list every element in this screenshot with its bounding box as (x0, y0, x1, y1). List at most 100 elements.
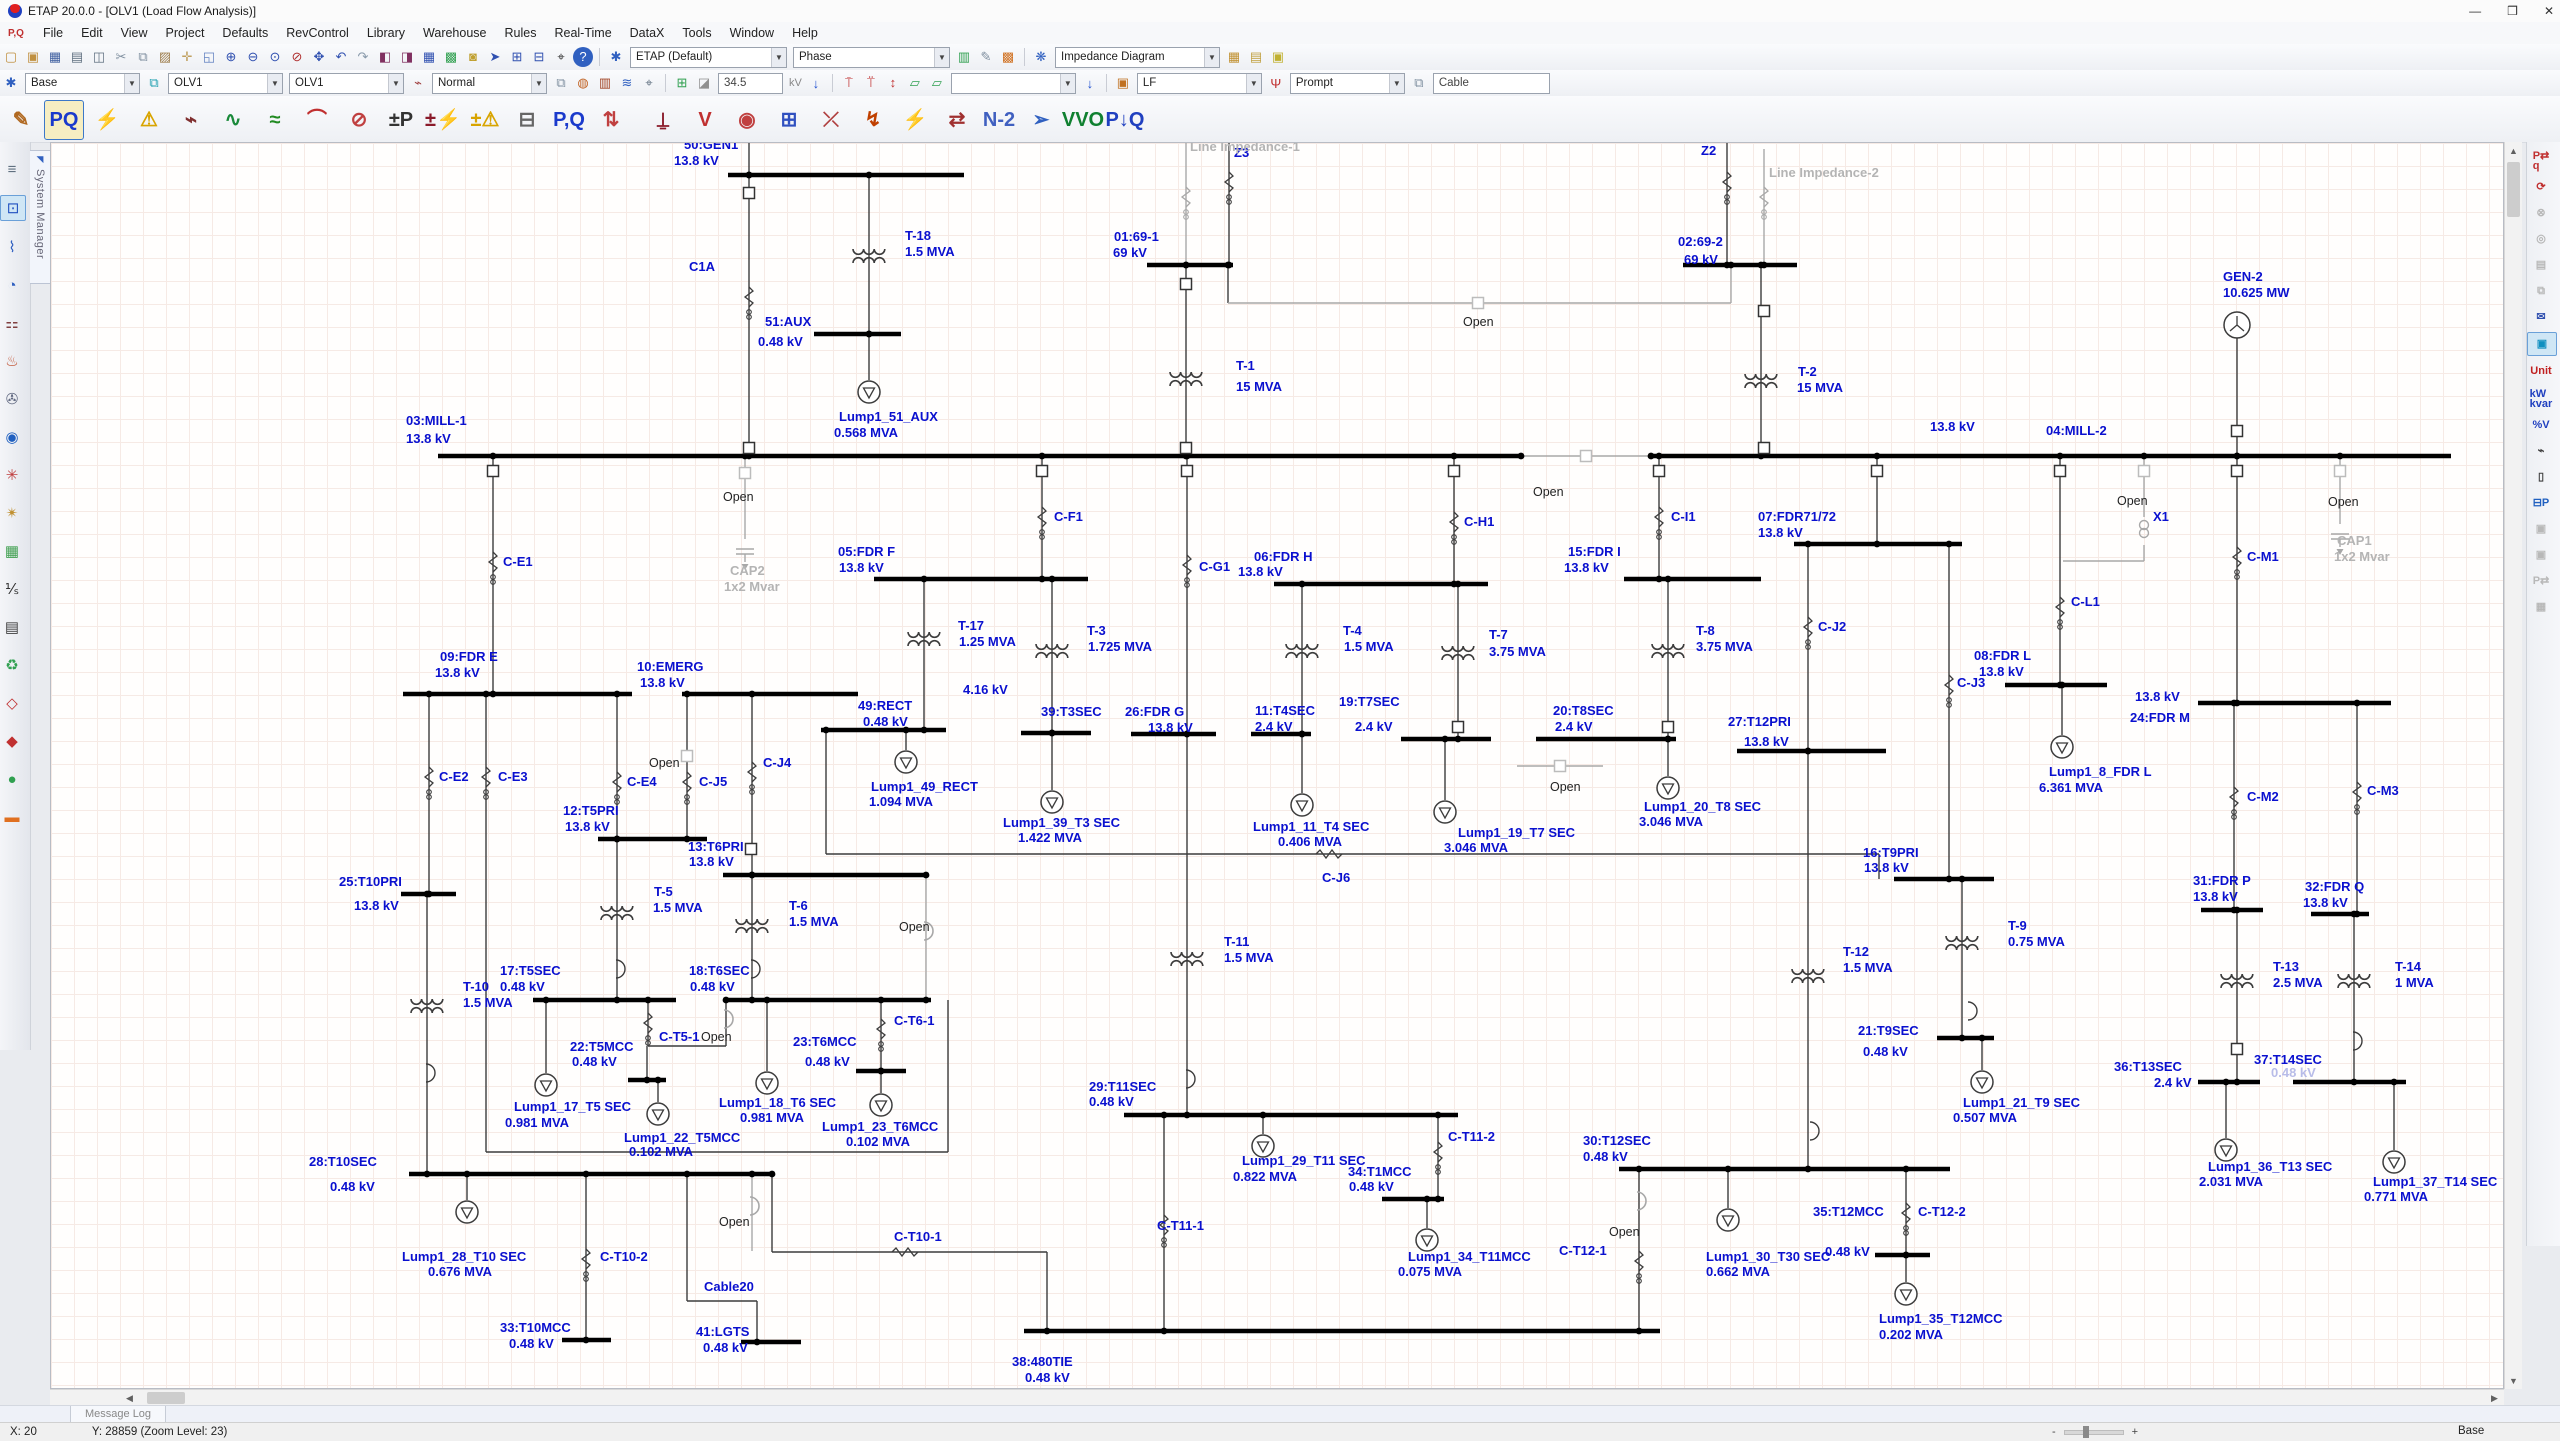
chevron-down-icon[interactable]: ▼ (388, 73, 403, 93)
presentation-layers-icon[interactable]: ⧉ (149, 75, 159, 90)
arc-flash-mode-icon[interactable]: ⚠ (140, 108, 158, 131)
menu-revcontrol[interactable]: RevControl (286, 26, 349, 40)
dc-arc-flash-mode-icon[interactable]: ±⚠ (470, 108, 500, 131)
menu-window[interactable]: Window (729, 26, 775, 40)
study-wizard-icon[interactable]: ◆ (6, 733, 18, 750)
display-options-icon[interactable]: ▣ (2527, 332, 2557, 356)
cash1-icon[interactable]: ▱ (909, 75, 920, 91)
unbalanced-lf-mode-icon[interactable]: ±P (388, 108, 414, 131)
zoom-slider[interactable] (2063, 1425, 2124, 1438)
copy-icon[interactable]: ⧉ (138, 49, 148, 65)
globe-icon[interactable]: ◍ (577, 75, 589, 90)
scroll-up-icon[interactable]: ▲ (2506, 143, 2521, 158)
chevron-down-icon[interactable]: ▼ (1204, 47, 1219, 67)
notes-icon[interactable]: ▤ (1249, 49, 1263, 64)
menu-file[interactable]: File (42, 26, 64, 40)
cloud-icon[interactable]: ≋ (621, 75, 633, 90)
brush-icon[interactable]: ✎ (980, 49, 992, 64)
harmonics-mode-icon[interactable]: ∿ (224, 108, 242, 131)
sync-a-icon[interactable]: ▣ (2535, 523, 2547, 535)
kv-field[interactable]: 34.5 (718, 72, 783, 94)
transient-stability-mode-icon[interactable]: ≈ (269, 108, 281, 131)
presentation-combo[interactable]: OLV1▼ (168, 72, 283, 94)
stop-icon[interactable]: ⊗ (2536, 207, 2546, 219)
updown-icon[interactable]: ↕ (889, 75, 897, 91)
zoom-in-button[interactable]: + (2131, 1426, 2139, 1438)
chevron-down-icon[interactable]: ▼ (267, 73, 282, 93)
zoom-cancel-icon[interactable]: ⊘ (291, 49, 303, 65)
horizontal-scroll-thumb[interactable] (147, 1392, 185, 1404)
zoom-slider-thumb[interactable] (2082, 1425, 2089, 1438)
load-icon[interactable]: ⊟P (2532, 497, 2550, 509)
paste-icon[interactable]: ▨ (158, 49, 172, 65)
power-flow-display-icon[interactable]: P⇄ q (2532, 150, 2550, 172)
star-run-icon[interactable]: ✱ (5, 75, 17, 90)
dumpster-icon[interactable]: ♻ (5, 657, 19, 674)
project-wizard-icon[interactable]: ● (7, 770, 17, 788)
one-line-diagram-icon[interactable]: ⊡ (0, 195, 26, 221)
redo-icon[interactable]: ↷ (357, 49, 369, 65)
system-gear-icon[interactable]: ❋ (1035, 49, 1047, 64)
new-file-icon[interactable]: ▢ (4, 49, 18, 65)
save-icon[interactable]: ▦ (48, 49, 62, 65)
reliability-mode-icon[interactable]: ⇅ (602, 108, 620, 131)
pf-disabled-icon[interactable]: P⇄ (2532, 575, 2550, 587)
star-plus-icon[interactable]: ✴ (5, 505, 19, 522)
print-icon[interactable]: ▤ (70, 49, 84, 65)
units-icon[interactable]: Unit (2530, 365, 2552, 377)
scroll-right-icon[interactable]: ▶ (2491, 1392, 2498, 1403)
cable-ampacity-mode-icon[interactable]: ◉ (738, 108, 756, 131)
sync-b-icon[interactable]: ▣ (2535, 549, 2547, 561)
calculator-icon[interactable]: ⊞ (511, 49, 523, 65)
ruler-icon[interactable]: ⊞ (676, 75, 688, 90)
star-systems-icon[interactable]: ◔ (7, 276, 17, 294)
mw-mvar-icon[interactable]: ✉ (2536, 311, 2546, 323)
element-field[interactable]: Cable (1432, 72, 1550, 94)
find-icon[interactable]: ⌖ (557, 49, 565, 65)
empty-down-icon[interactable]: ↓ (1086, 75, 1094, 91)
chevron-down-icon[interactable]: ▼ (124, 73, 139, 93)
eraser-icon[interactable]: ◪ (697, 75, 711, 90)
chevron-down-icon[interactable]: ▼ (1388, 73, 1404, 93)
menu-warehouse[interactable]: Warehouse (423, 26, 487, 40)
revision-combo[interactable]: Base▼ (25, 72, 140, 94)
zoom-out-button[interactable]: - (2052, 1426, 2056, 1438)
menu-real-time[interactable]: Real-Time (554, 26, 612, 40)
report-manager-icon[interactable]: ▤ (2535, 259, 2547, 271)
compare-icon[interactable]: ▬ (4, 808, 20, 826)
menu-datax[interactable]: DataX (629, 26, 665, 40)
pick-icon[interactable]: ⌖ (645, 75, 653, 90)
fire-icon[interactable]: ♨ (5, 353, 19, 370)
filter-combo[interactable]: ▼ (950, 72, 1076, 94)
dc-load-flow-mode-icon[interactable]: ±⚡ (425, 108, 461, 131)
wall-icon[interactable]: ▥ (598, 75, 612, 90)
dc-raceway-mode-icon[interactable]: ⊞ (780, 108, 798, 131)
optimal-pf-mode-icon[interactable]: P,Q (553, 108, 585, 131)
open-icon[interactable]: ▣ (26, 49, 40, 65)
v-curve-mode-icon[interactable]: V (698, 108, 712, 131)
zoom-window-icon[interactable]: ⊙ (269, 49, 281, 65)
cable-reel-icon[interactable]: ✇ (5, 391, 19, 408)
comment-icon[interactable]: ▣ (1271, 49, 1285, 64)
chevron-down-icon[interactable]: ▼ (771, 47, 786, 67)
chevron-down-icon[interactable]: ▼ (531, 73, 546, 93)
edit-mode-icon[interactable]: ✎ (12, 108, 30, 131)
alert-icon[interactable]: ◎ (2536, 233, 2546, 245)
element-copy-icon[interactable]: ⧉ (1414, 75, 1424, 90)
failure-mode-icon[interactable]: ⤫ (823, 108, 839, 131)
etrax-mode-icon[interactable]: ➢ (1032, 108, 1050, 131)
phase-combo[interactable]: Phase▼ (793, 46, 950, 68)
impedance-icon[interactable]: ▯ (2537, 471, 2545, 483)
theme-icon[interactable]: ▩ (444, 49, 458, 65)
project-combo[interactable]: ETAP (Default)▼ (630, 46, 787, 68)
kw-kvar-icon[interactable]: kW kvar (2529, 388, 2553, 410)
star-protection-mode-icon[interactable]: ⌒ (307, 108, 327, 131)
project-view-icon[interactable]: ≡ (7, 160, 17, 178)
scenario-wizard-icon[interactable]: ◇ (6, 695, 18, 712)
sequence-mode-icon[interactable]: ⚡ (902, 108, 928, 131)
script-editor-icon[interactable]: ▤ (4, 619, 20, 636)
vertical-scroll-thumb[interactable] (2507, 162, 2520, 217)
star-view-mode-icon[interactable]: ⊘ (350, 108, 368, 131)
contingency-n2-icon[interactable]: N-2 (982, 108, 1016, 131)
star-point-icon[interactable]: ✳ (5, 467, 19, 484)
